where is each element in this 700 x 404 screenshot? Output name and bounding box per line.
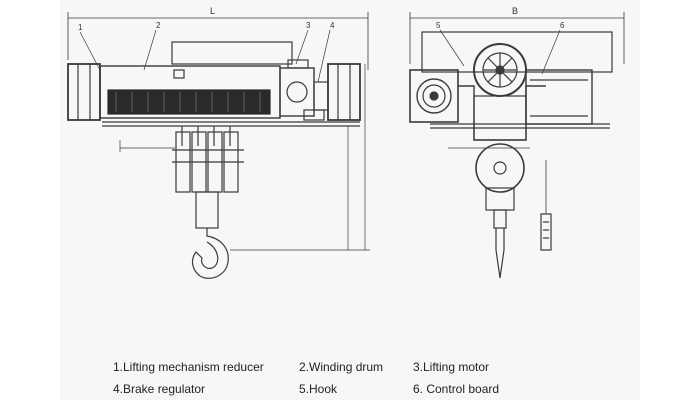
legend-item-control-board: 6. Control board [413, 382, 500, 396]
top-bracket [171, 41, 293, 65]
callout-3: 3 [306, 21, 311, 30]
right-end-block [327, 63, 361, 121]
legend-item-brake: 4.Brake regulator [113, 382, 206, 396]
callout-1: 1 [78, 23, 83, 32]
side-view: L [67, 6, 370, 279]
brake-regulator [313, 81, 329, 111]
hook-end [493, 209, 507, 279]
lifting-motor [279, 67, 315, 117]
legend-item-hook: 5.Hook [299, 382, 338, 396]
callout-2: 2 [156, 21, 161, 30]
legend-item-reducer: 1.Lifting mechanism reducer [113, 360, 264, 374]
legend-item-drum: 2.Winding drum [299, 360, 384, 374]
hook-side [191, 191, 229, 279]
callout-5: 5 [436, 21, 441, 30]
legend-item-motor: 3.Lifting motor [413, 360, 490, 374]
dim-label-b: B [512, 6, 518, 16]
hoist-technical-drawing: L [67, 6, 625, 279]
end-view: B [409, 6, 625, 279]
nameplate-small [173, 69, 185, 79]
lower-sheave [475, 143, 525, 193]
callout-4: 4 [330, 21, 335, 30]
motor-top-box [287, 59, 309, 69]
dim-label-l: L [210, 6, 215, 16]
left-gear-housing [409, 69, 459, 123]
callout-6: 6 [560, 21, 565, 30]
left-end-block [67, 63, 101, 121]
pulley-block [172, 126, 244, 193]
control-board [540, 213, 552, 251]
winding-drum [107, 89, 271, 115]
